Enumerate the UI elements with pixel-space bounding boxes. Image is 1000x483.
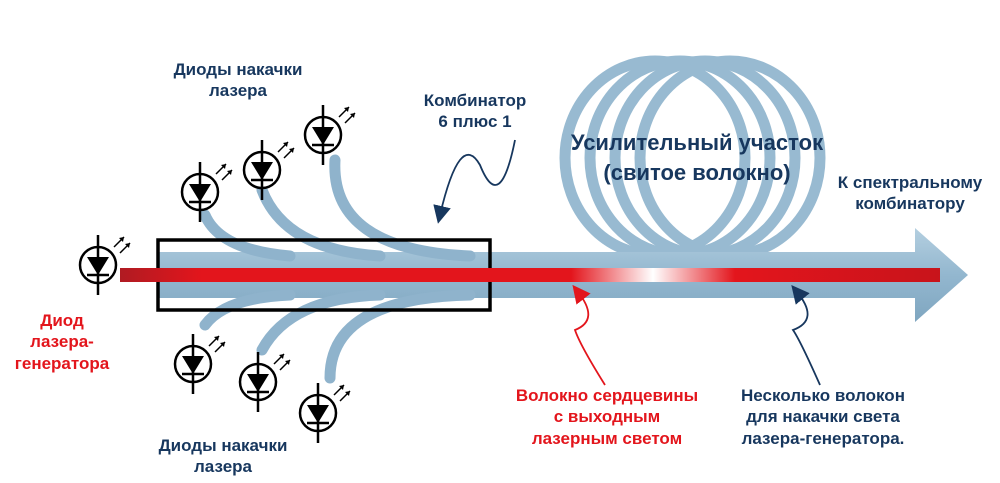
pump-diodes-bottom-label: Диоды накачки лазера	[158, 436, 288, 477]
pump-diodes-top-label: Диоды накачки лазера	[173, 60, 303, 101]
core-pointer	[572, 284, 606, 386]
pump-pointer	[791, 285, 821, 386]
laser-diode-icon	[238, 350, 292, 414]
laser-diode-icon	[298, 381, 352, 445]
combiner-label: Комбинатор 6 плюс 1	[423, 91, 527, 132]
seed-diode-label: Диод лазера- генератора	[14, 311, 110, 373]
gain-section-label: Усилительный участок (свитое волокно)	[570, 130, 824, 185]
pump-fibers-bottom	[199, 289, 476, 384]
to-spectral-combiner-label: К спектральному комбинатору	[837, 173, 983, 214]
core-fiber-label: Волокно сердцевины с выходным лазерным с…	[515, 386, 699, 448]
core-fiber	[120, 268, 940, 282]
pump-fibers-top	[199, 154, 476, 262]
laser-diode-icon	[242, 138, 296, 202]
laser-diode-icon	[303, 103, 357, 167]
pump-fibers-label: Несколько волокон для накачки света лазе…	[741, 386, 905, 448]
laser-diode-icon	[173, 332, 227, 396]
laser-diode-icon	[78, 233, 132, 297]
combiner-pointer	[433, 139, 516, 224]
